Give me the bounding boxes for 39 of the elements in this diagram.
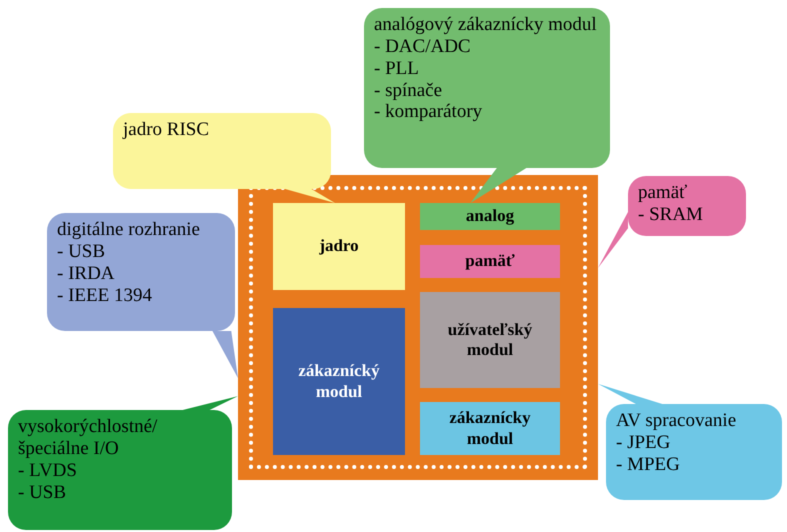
callout-tail: [212, 331, 238, 378]
block-label: užívateľský modul: [446, 320, 534, 360]
callout-bubble: [364, 8, 610, 168]
list-item: - PLL: [374, 58, 420, 80]
list-item: - SRAM: [638, 204, 704, 226]
list-item: - USB: [18, 482, 68, 504]
callout-heading: AV spracovanie: [616, 410, 738, 432]
list-item: - komparátory: [374, 101, 484, 124]
callout-tail: [470, 168, 526, 203]
custom-module-block: [420, 402, 560, 455]
callout-bubble: [8, 410, 232, 530]
block-label: analog: [466, 206, 514, 227]
list-item: - JPEG: [616, 432, 672, 454]
callout-heading: digitálne rozhranie: [57, 219, 201, 241]
callout-heading: vysokorýchlostné/ špeciálne I/O: [18, 416, 158, 460]
callout-bubble: [628, 176, 746, 236]
block-label: zákaznícký modul: [297, 361, 381, 402]
list-item: - USB: [57, 240, 106, 263]
list-item: - IRDA: [57, 262, 116, 285]
list-item: - LVDS: [18, 460, 78, 482]
memory-block: [420, 245, 560, 278]
callout-tail: [182, 396, 238, 410]
list-item: - spínače: [374, 80, 444, 102]
block-label: jadro: [319, 236, 359, 257]
callout-tail: [598, 384, 662, 404]
callout-tail: [285, 189, 336, 203]
callout-tail: [598, 212, 628, 268]
callout-heading: analógový zákaznícky modul: [374, 14, 598, 36]
user-module-block: [420, 292, 560, 388]
callout-bubble: [47, 213, 235, 331]
block-label: pamäť: [465, 251, 515, 272]
block-label: zákaznícky modul: [448, 408, 532, 449]
list-item: - IEEE 1394: [57, 284, 153, 306]
custom-module-block: [273, 308, 405, 455]
list-item: - MPEG: [616, 454, 681, 476]
callout-heading: jadro RISC: [123, 119, 210, 141]
analog-block: [420, 203, 560, 230]
list-item: - DAC/ADC: [374, 36, 472, 58]
callout-heading: pamäť: [638, 182, 688, 204]
